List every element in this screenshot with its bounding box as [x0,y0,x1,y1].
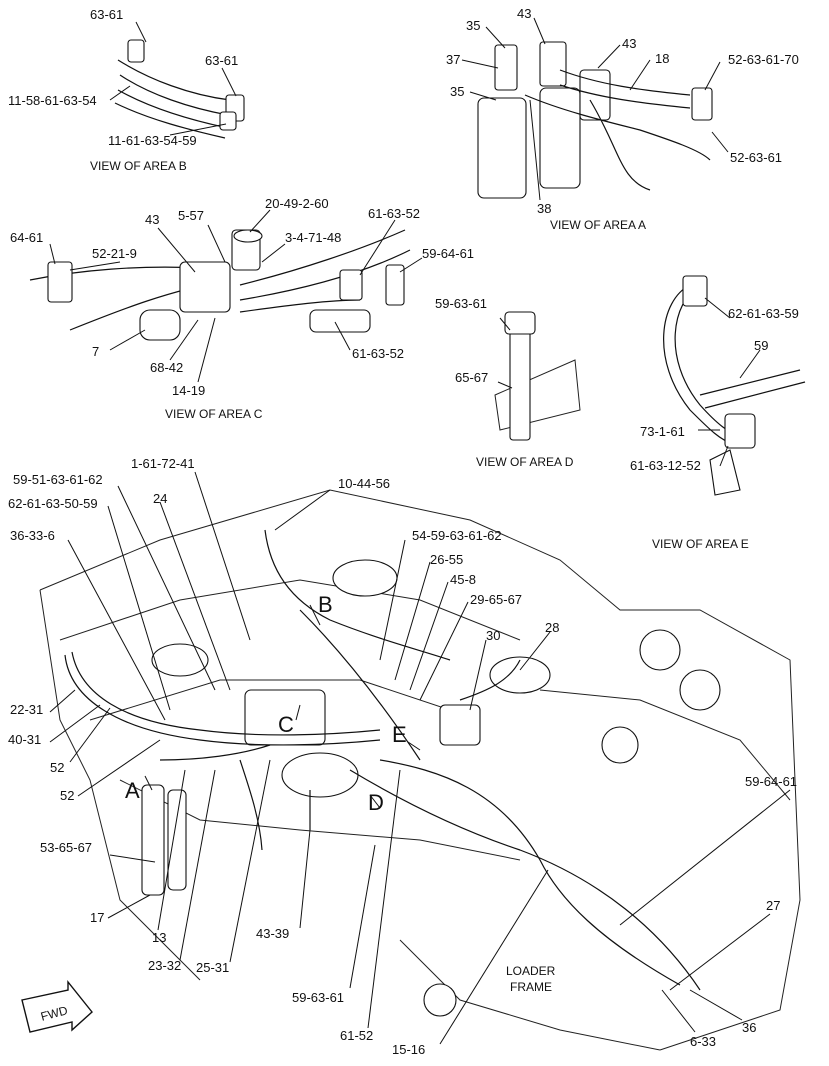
callout-m-62-61-63-50: 62-61-63-50-59 [8,496,98,511]
main-assembly [39,471,801,1051]
callout-m-13: 13 [152,930,166,945]
callout-a-43-right: 43 [622,36,636,51]
view-area-c [29,209,423,383]
callout-m-43-39: 43-39 [256,926,289,941]
callout-e-61-63-12-52: 61-63-12-52 [630,458,701,473]
callout-c-43: 43 [145,212,159,227]
loader-frame-line2: FRAME [510,980,552,994]
callout-m-17: 17 [90,910,104,925]
area-letter-c: C [278,712,294,737]
callout-d-65-67: 65-67 [455,370,488,385]
callout-m-29-65-67: 29-65-67 [470,592,522,607]
callout-e-62-61-63-59: 62-61-63-59 [728,306,799,321]
callout-m-22-31: 22-31 [10,702,43,717]
callout-m-1-61-72-41: 1-61-72-41 [131,456,195,471]
callout-c-64-61: 64-61 [10,230,43,245]
callout-m-53-65-67: 53-65-67 [40,840,92,855]
callout-e-73-1-61: 73-1-61 [640,424,685,439]
callout-m-28: 28 [545,620,559,635]
caption-view-area-c: VIEW OF AREA C [165,407,263,421]
callout-c-7: 7 [92,344,99,359]
fwd-arrow-icon [21,980,93,1033]
callout-e-59: 59 [754,338,768,353]
callout-m-30: 30 [486,628,500,643]
area-letter-d: D [368,790,384,815]
callout-d-59-63-61: 59-63-61 [435,296,487,311]
callout-m-26-55: 26-55 [430,552,463,567]
callout-m-59-64-61: 59-64-61 [745,774,797,789]
callout-m-36: 36 [742,1020,756,1035]
callout-c-14-19: 14-19 [172,383,205,398]
view-area-a [461,17,729,201]
callout-m-45-8: 45-8 [450,572,476,587]
callout-a-52-63-61: 52-63-61 [730,150,782,165]
callout-m-59-63-61: 59-63-61 [292,990,344,1005]
callout-a-18: 18 [655,51,669,66]
callout-m-40-31: 40-31 [8,732,41,747]
callout-m-27: 27 [766,898,780,913]
caption-view-area-d: VIEW OF AREA D [476,455,574,469]
callout-m-52-a: 52 [50,760,64,775]
caption-view-area-e: VIEW OF AREA E [652,537,749,551]
loader-frame-line1: LOADER [506,964,556,978]
callout-b-63-61-right: 63-61 [205,53,238,68]
callout-m-61-52: 61-52 [340,1028,373,1043]
area-letter-b: B [318,592,333,617]
callout-a-52-63-61-70: 52-63-61-70 [728,52,799,67]
area-letter-e: E [392,722,407,747]
callout-a-35-left: 35 [450,84,464,99]
callout-c-68-42: 68-42 [150,360,183,375]
caption-view-area-a: VIEW OF AREA A [550,218,646,232]
callout-c-3-4-71: 3-4-71-48 [285,230,341,245]
area-letter-a: A [125,778,140,803]
callout-m-10-44-56: 10-44-56 [338,476,390,491]
callout-m-52-b: 52 [60,788,74,803]
view-area-d [494,311,581,441]
callout-c-20-49: 20-49-2-60 [265,196,329,211]
callout-m-15-16: 15-16 [392,1042,425,1057]
callout-a-35-top: 35 [466,18,480,33]
callout-b-11-58: 11-58-61-63-54 [8,93,97,108]
callout-c-59-64-61: 59-64-61 [422,246,474,261]
callout-m-59-51: 59-51-63-61-62 [13,472,103,487]
view-area-e [663,275,806,496]
fwd-label: FWD [39,1003,69,1024]
callout-c-61-63-52-bot: 61-63-52 [352,346,404,361]
callout-b-11-61: 11-61-63-54-59 [108,133,197,148]
callout-a-38: 38 [537,201,551,216]
callout-m-24: 24 [153,491,167,506]
view-area-b [109,21,245,139]
callout-c-52-21-9: 52-21-9 [92,246,137,261]
callout-m-54-59: 54-59-63-61-62 [412,528,502,543]
caption-view-area-b: VIEW OF AREA B [90,159,187,173]
callout-a-43-top: 43 [517,6,531,21]
callout-c-61-63-52-top: 61-63-52 [368,206,420,221]
callout-m-25-31: 25-31 [196,960,229,975]
callout-m-36-33-6: 36-33-6 [10,528,55,543]
callout-m-23-32: 23-32 [148,958,181,973]
callout-a-37: 37 [446,52,460,67]
callout-c-5-57: 5-57 [178,208,204,223]
callout-b-63-61-top: 63-61 [90,7,123,22]
callout-m-6-33: 6-33 [690,1034,716,1049]
